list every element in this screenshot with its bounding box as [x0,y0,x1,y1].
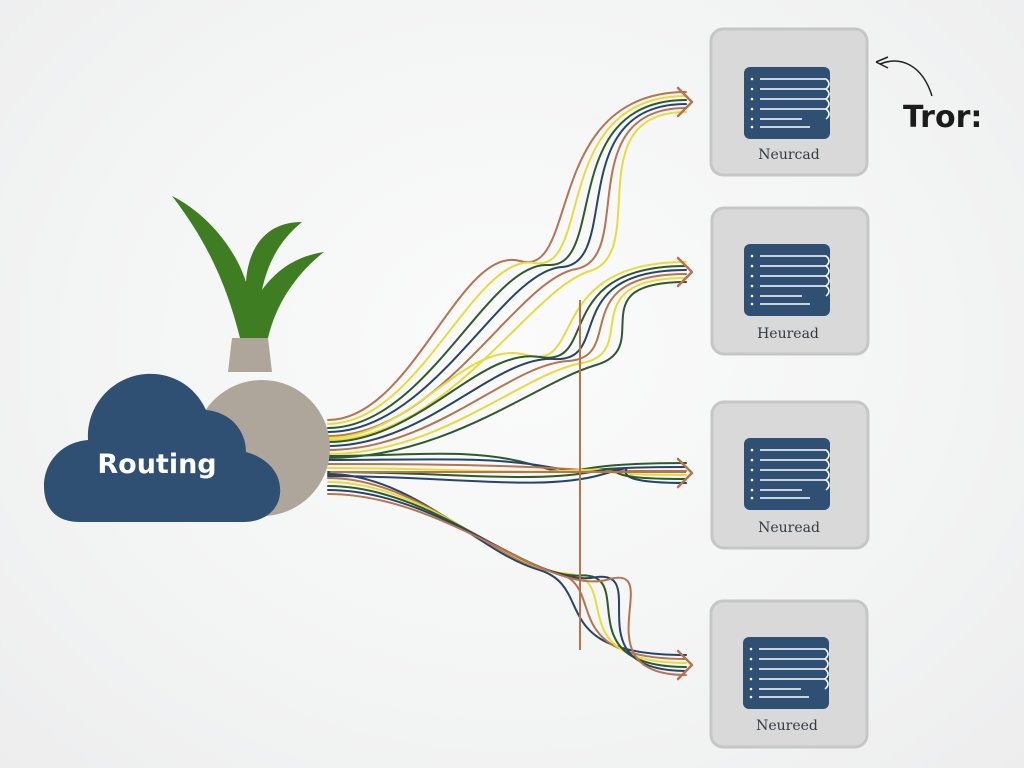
doc-bullet [750,468,754,472]
destination-node-3[interactable]: Neuread [710,400,870,550]
routing-line [327,277,687,455]
annotation-label: Tror: [903,100,982,135]
doc-bullet [750,117,754,121]
bulb-neck [228,338,272,372]
doc-text-line [760,108,830,120]
routing-line [327,91,687,421]
routing-line [327,489,687,672]
destination-label: Neurcad [758,147,819,163]
routing-line [327,273,687,451]
doc-text-line [760,78,830,90]
routing-line [327,265,687,443]
routing-label: Routing [97,449,216,480]
doc-bullet [750,302,754,306]
doc-bullet [750,125,754,129]
doc-bullet [749,677,753,681]
doc-bullet [750,496,754,500]
arrowhead-icon [676,256,694,288]
document-screen-icon [743,637,829,709]
routing-line [327,103,687,433]
doc-text-line [759,668,829,680]
destination-node-1[interactable]: Neurcad [709,27,869,177]
side-annotation: Tror: [875,56,982,135]
arrowhead-icon [676,649,694,681]
routing-lines [327,91,687,676]
routing-line [327,467,687,484]
annotation-pointer-icon [879,60,933,97]
destination-label: Neureed [756,718,818,734]
doc-text-line [760,469,830,481]
doc-text-line [760,285,830,297]
doc-text-line [760,98,830,110]
doc-bullet [750,458,754,462]
doc-bullet [750,107,754,111]
leaf-icon [172,196,324,338]
routing-line [327,473,687,656]
destination-label: Neuread [758,520,820,536]
doc-bullet [750,274,754,278]
doc-text-line [759,658,829,670]
destination-label: Heuread [757,326,819,342]
arrowhead-icon [676,457,694,489]
document-screen-icon [744,67,830,139]
arrowhead-icon [676,86,694,118]
doc-bullet [750,97,754,101]
doc-bullet [750,448,754,452]
destination-node-2[interactable]: Heuread [710,206,870,356]
document-screen-icon [744,438,830,510]
doc-bullet [749,695,753,699]
doc-text-line [759,678,829,690]
routing-line [327,107,687,437]
routing-line [327,481,687,664]
doc-text-line [760,88,830,100]
doc-bullet [749,667,753,671]
doc-bullet [749,647,753,651]
doc-bullet [750,478,754,482]
doc-bullet [749,687,753,691]
routing-source[interactable]: Routing [44,196,330,522]
routing-line [327,493,687,676]
doc-text-line [760,275,830,287]
doc-text-line [760,479,830,491]
routing-line [327,261,687,439]
doc-text-line [759,648,829,660]
routing-arrowheads [676,86,694,681]
destination-node-4[interactable]: Neureed [709,599,869,749]
doc-bullet [750,77,754,81]
doc-bullet [750,87,754,91]
document-screen-icon [744,244,830,316]
doc-text-line [760,265,830,277]
routing-line [327,477,687,660]
routing-line [327,485,687,668]
routing-line [327,111,687,441]
doc-text-line [760,459,830,471]
routing-line [327,269,687,447]
doc-bullet [750,284,754,288]
doc-text-line [760,449,830,461]
routing-line [327,99,687,429]
doc-bullet [749,657,753,661]
cloud-icon [44,373,281,522]
routing-line [327,95,687,425]
doc-bullet [750,254,754,258]
routing-line [327,281,687,459]
doc-bullet [750,488,754,492]
annotation-tip-icon [875,56,889,69]
doc-bullet [750,294,754,298]
doc-text-line [760,255,830,267]
doc-bullet [750,264,754,268]
